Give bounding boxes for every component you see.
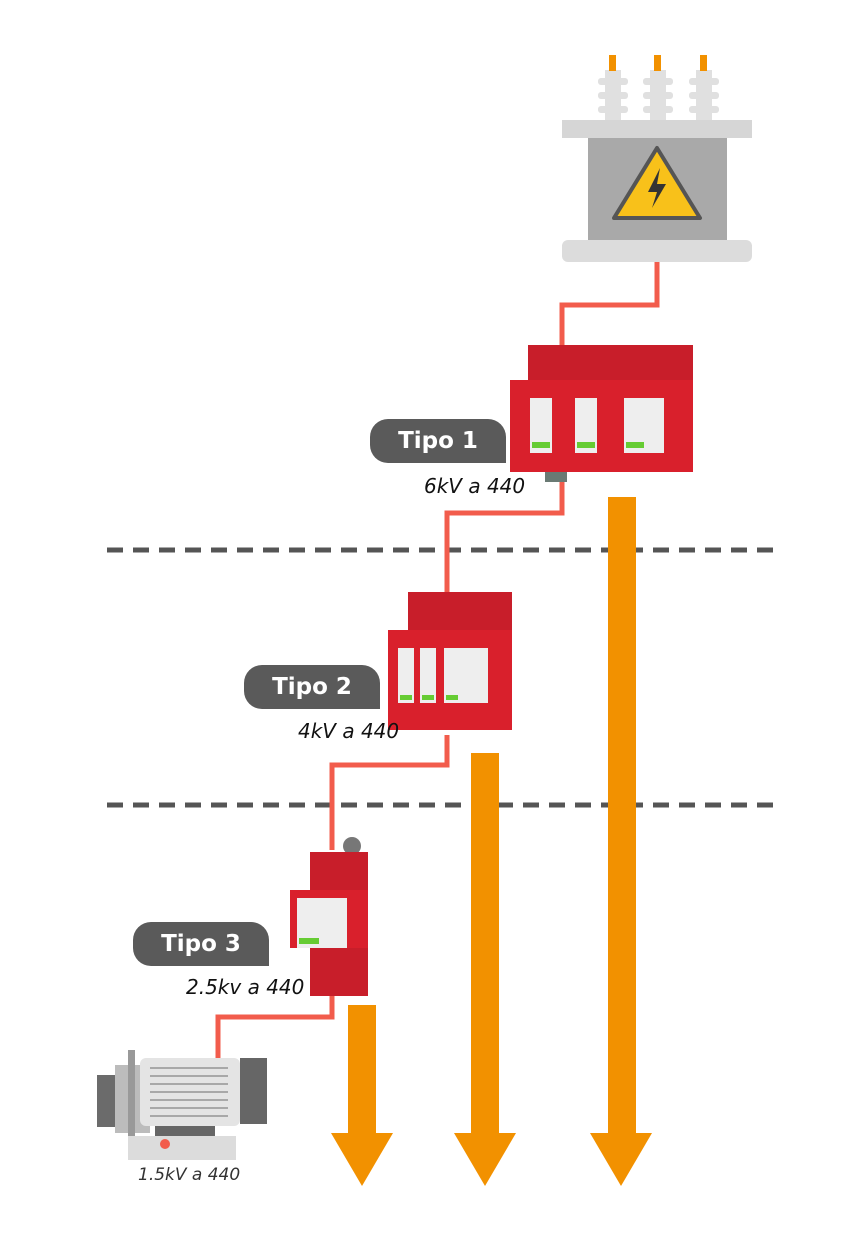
motor-rating: 1.5kV a 440 xyxy=(138,1165,241,1185)
wire xyxy=(215,990,335,1065)
type-2-rating: 4kV a 440 xyxy=(298,719,400,743)
ground-arrow-2 xyxy=(454,753,516,1186)
wire xyxy=(559,262,660,350)
type-3-badge: Tipo 3 xyxy=(133,922,269,966)
wire xyxy=(444,480,565,595)
type-2-badge: Tipo 2 xyxy=(244,665,380,709)
surge-protector-type-3 xyxy=(290,837,368,996)
wire xyxy=(329,735,450,850)
high-voltage-warning-icon xyxy=(612,146,702,220)
type-3-rating: 2.5kv a 440 xyxy=(186,975,305,999)
type-1-rating: 6kV a 440 xyxy=(424,474,526,498)
motor-icon xyxy=(97,1050,267,1160)
type-1-badge: Tipo 1 xyxy=(370,419,506,463)
ground-arrow-1 xyxy=(590,497,652,1186)
surge-protector-type-1 xyxy=(510,345,693,482)
surge-protector-type-2 xyxy=(388,592,512,730)
transformer-icon xyxy=(562,55,752,262)
ground-arrow-3 xyxy=(331,1005,393,1186)
